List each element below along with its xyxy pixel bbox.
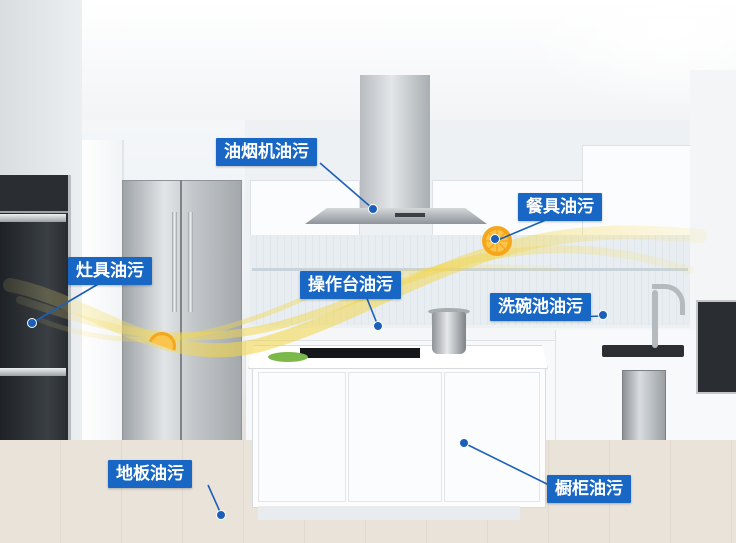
- floor-marker-dot: [216, 510, 226, 520]
- built-in-oven: [696, 300, 736, 394]
- faucet: [652, 290, 658, 348]
- cooktop: [300, 348, 420, 358]
- hood-grease-label: 油烟机油污: [216, 138, 317, 166]
- leader-line: [463, 442, 554, 488]
- floor-grease-label: 地板油污: [108, 460, 192, 488]
- oven-control-panel: [0, 175, 68, 213]
- cabinet-grease-label: 橱柜油污: [547, 475, 631, 503]
- range-hood-controls: [395, 213, 425, 217]
- pot-lid: [428, 308, 470, 315]
- stove-marker-dot: [27, 318, 37, 328]
- stove-grease-label: 灶具油污: [68, 257, 152, 285]
- island-door: [444, 372, 540, 502]
- cabinet-marker-dot: [459, 438, 469, 448]
- oven-handle: [0, 368, 66, 376]
- sink: [602, 345, 684, 357]
- countertop-marker-dot: [373, 321, 383, 331]
- leader-line: [31, 282, 101, 324]
- range-hood-chimney: [360, 75, 430, 215]
- sink-marker-dot: [598, 310, 608, 320]
- vegetables: [268, 352, 308, 362]
- refrigerator-handle: [172, 212, 177, 312]
- leader-line: [319, 162, 373, 209]
- countertop-grease-label: 操作台油污: [300, 271, 401, 299]
- faucet-spout: [652, 284, 685, 315]
- leader-line: [207, 484, 222, 515]
- island-door: [258, 372, 346, 502]
- hood-marker-dot: [368, 204, 378, 214]
- tableware-marker-dot: [490, 234, 500, 244]
- refrigerator: [122, 180, 242, 444]
- island-plinth: [258, 506, 520, 520]
- pot: [432, 312, 466, 354]
- refrigerator-handle: [188, 212, 193, 312]
- swirl-band: [37, 264, 563, 343]
- tableware-grease-label: 餐具油污: [518, 193, 602, 221]
- island-door: [348, 372, 442, 502]
- orange-slice-icon: [148, 332, 176, 351]
- refrigerator-door-gap: [180, 180, 182, 442]
- sink-grease-label: 洗碗池油污: [490, 293, 591, 321]
- oven-handle: [0, 214, 66, 222]
- leader-line: [497, 218, 549, 241]
